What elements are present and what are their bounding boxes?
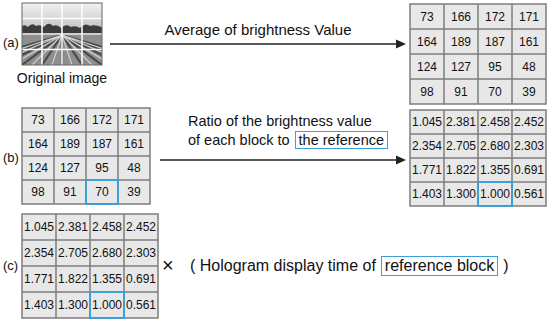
ratio-table: [410, 110, 546, 206]
process-arrow: [110, 43, 397, 44]
brightness-cell: 187: [86, 132, 118, 156]
brightness-cell: 161: [118, 132, 150, 156]
ratio-cell: 1.000: [90, 292, 124, 318]
table-grid: [22, 108, 150, 204]
brightness-cell: 171: [118, 108, 150, 132]
brightness-cell: 70: [478, 79, 512, 104]
brightness-cell: 166: [444, 4, 478, 29]
brightness-cell: 91: [444, 79, 478, 104]
brightness-cell: 95: [478, 54, 512, 79]
ratio-cell: 1.822: [56, 266, 90, 292]
panel-letter: (c): [3, 258, 18, 273]
block-table: [410, 4, 546, 104]
reference-highlight: [478, 182, 512, 206]
ratio-cell: 1.300: [444, 182, 478, 206]
ratio-cell: 0.691: [124, 266, 158, 292]
multiply-sign: ×: [162, 254, 174, 277]
table-grid: [410, 110, 546, 206]
brightness-cell: 124: [22, 156, 54, 180]
image-caption: Original image: [10, 70, 114, 86]
brightness-cell: 172: [86, 108, 118, 132]
photo-grid: [22, 3, 102, 65]
ratio-cell: 2.458: [478, 110, 512, 134]
ratio-cell: 2.381: [56, 214, 90, 240]
brightness-cell: 172: [478, 4, 512, 29]
brightness-cell: 48: [512, 54, 546, 79]
formula-text: ( Hologram display time of: [190, 257, 376, 275]
brightness-cell: 39: [118, 180, 150, 204]
ratio-cell: 2.354: [22, 240, 56, 266]
ratio-cell: 2.381: [444, 110, 478, 134]
formula-text: ): [503, 257, 508, 275]
brightness-cell: 171: [512, 4, 546, 29]
ratio-cell: 2.452: [124, 214, 158, 240]
arrow-head: [396, 156, 406, 165]
brightness-cell: 164: [22, 132, 54, 156]
ratio-cell: 1.403: [22, 292, 56, 318]
step-description: Average of brightness Value: [110, 21, 406, 38]
brightness-cell: 73: [410, 4, 444, 29]
original-photo: [22, 3, 102, 65]
ratio-cell: 1.000: [478, 182, 512, 206]
brightness-cell: 166: [54, 108, 86, 132]
table-grid: [410, 4, 546, 104]
ratio-cell: 1.355: [478, 158, 512, 182]
process-arrow: [160, 159, 397, 160]
photo-border: [22, 3, 102, 65]
reference-tag: reference block: [381, 256, 498, 276]
reference-tag: the reference: [295, 131, 388, 150]
panel-letter: (a): [3, 35, 19, 50]
brightness-cell: 127: [54, 156, 86, 180]
reference-highlight: [90, 292, 124, 318]
reference-highlight: [86, 180, 118, 204]
ratio-cell: 2.354: [410, 134, 444, 158]
brightness-cell: 161: [512, 29, 546, 54]
arrow-head: [396, 40, 406, 49]
ratio-cell: 2.705: [444, 134, 478, 158]
ratio-cell: 2.705: [56, 240, 90, 266]
brightness-cell: 164: [410, 29, 444, 54]
brightness-cell: 91: [54, 180, 86, 204]
brightness-cell: 98: [22, 180, 54, 204]
ratio-cell: 1.822: [444, 158, 478, 182]
brightness-cell: 189: [54, 132, 86, 156]
ratio-cell: 1.403: [410, 182, 444, 206]
block-table: [22, 108, 150, 204]
brightness-cell: 39: [512, 79, 546, 104]
ratio-cell: 2.452: [512, 110, 546, 134]
ratio-cell: 2.303: [124, 240, 158, 266]
ratio-cell: 2.680: [478, 134, 512, 158]
brightness-cell: 127: [444, 54, 478, 79]
ratio-table: [22, 214, 158, 318]
brightness-cell: 124: [410, 54, 444, 79]
ratio-cell: 1.771: [410, 158, 444, 182]
brightness-cell: 48: [118, 156, 150, 180]
ratio-cell: 1.355: [90, 266, 124, 292]
ratio-cell: 1.045: [22, 214, 56, 240]
ratio-cell: 1.300: [56, 292, 90, 318]
ratio-cell: 2.458: [90, 214, 124, 240]
brightness-cell: 95: [86, 156, 118, 180]
ratio-cell: 1.771: [22, 266, 56, 292]
brightness-cell: 187: [478, 29, 512, 54]
ratio-cell: 0.561: [124, 292, 158, 318]
brightness-cell: 70: [86, 180, 118, 204]
ratio-cell: 0.561: [512, 182, 546, 206]
ratio-cell: 0.691: [512, 158, 546, 182]
brightness-cell: 189: [444, 29, 478, 54]
brightness-cell: 73: [22, 108, 54, 132]
ratio-cell: 1.045: [410, 110, 444, 134]
panel-letter: (b): [3, 150, 19, 165]
ratio-cell: 2.680: [90, 240, 124, 266]
table-grid: [22, 214, 158, 318]
brightness-cell: 98: [410, 79, 444, 104]
ratio-cell: 2.303: [512, 134, 546, 158]
